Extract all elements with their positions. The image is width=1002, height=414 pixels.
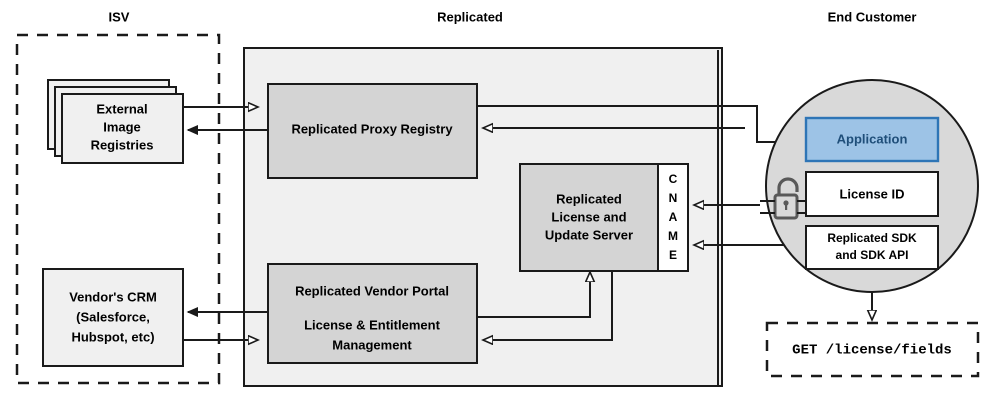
zone-title-isv: ISV [109, 9, 130, 24]
replicated-vendor-portal[interactable] [267, 263, 478, 364]
cname-letter-c: C [669, 172, 678, 186]
vendor-portal-label-line3: Management [332, 337, 412, 352]
replicated-sdk-label-line1: Replicated SDK [827, 231, 917, 245]
external-image-registries[interactable] [61, 93, 184, 164]
cname-letter-n: N [669, 191, 678, 205]
open-padlock-icon [773, 177, 799, 220]
vendor-crm-label-line3: Hubspot, etc) [71, 329, 154, 344]
replicated-proxy-registry-label: Replicated Proxy Registry [291, 121, 453, 136]
license-id-label: License ID [839, 186, 904, 201]
isv-boundary [15, 33, 221, 385]
vendor-portal-label-line1: Replicated Vendor Portal [295, 283, 449, 298]
cname-letter-a: A [669, 210, 678, 224]
replicated-license-update-server[interactable] [519, 163, 659, 272]
external-image-registries-label-line2: Image [103, 119, 141, 134]
api-request-label: GET /license/fields [792, 343, 952, 359]
replicated-proxy-registry[interactable] [267, 83, 478, 179]
license-update-server-label-line3: Update Server [545, 227, 633, 242]
cname-letter-m: M [668, 229, 678, 243]
application-label: Application [837, 131, 908, 146]
zone-title-replicated: Replicated [437, 9, 503, 24]
license-update-server-label-line1: Replicated [556, 191, 622, 206]
vendor-crm[interactable] [42, 268, 184, 367]
license-update-server-label-line2: License and [551, 209, 626, 224]
cname-letter-e: E [669, 248, 677, 262]
replicated-sdk-label-line2: and SDK API [836, 248, 909, 262]
connector-license-server-to-vendor-portal [483, 270, 613, 340]
license-id-box[interactable] [805, 171, 939, 217]
vendor-crm-label-line1: Vendor's CRM [69, 289, 157, 304]
api-request-boundary [765, 321, 980, 378]
external-image-registries-label-line1: External [96, 101, 147, 116]
connector-vendor-portal-to-license-server [477, 272, 590, 318]
cname-strip[interactable] [657, 163, 689, 272]
replicated-sdk-box[interactable] [805, 225, 939, 270]
application-box[interactable] [804, 116, 940, 163]
vendor-crm-label-line2: (Salesforce, [76, 309, 150, 324]
vendor-portal-label-line2: License & Entitlement [304, 317, 440, 332]
external-image-registries-label-line3: Registries [91, 137, 154, 152]
zone-title-end-customer: End Customer [828, 9, 917, 24]
connector-proxy-to-application [477, 105, 790, 142]
